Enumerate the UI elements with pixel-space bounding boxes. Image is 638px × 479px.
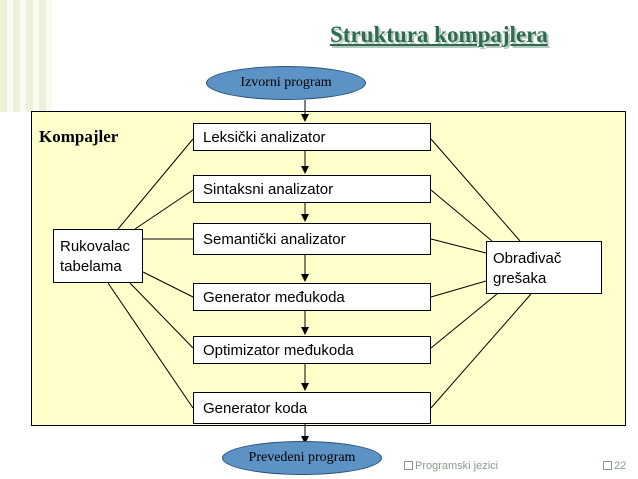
compiler-label: Kompajler [39,127,119,146]
line-table-parser [134,189,194,230]
source-program-label: Izvorni program [240,75,332,90]
slide-title: Struktura kompajlera [330,22,548,47]
line-icgen-errors [430,280,487,298]
line-codegen-errors [430,293,532,409]
footer-page-label: 22 [614,460,627,472]
source-program-ellipse: Izvorni program [206,66,366,100]
translated-program-label: Prevedeni program [248,450,356,465]
error-handler-line1: Obrađivač [493,250,562,267]
phase-ic-generator: Generator međukoda [193,283,431,311]
line-parser-errors [430,189,493,242]
phase-label: Semantički analizator [203,230,346,248]
phase-semantic-analyzer: Semantički analizator [193,223,431,255]
footer-course: Programski jezici [404,460,498,472]
symbol-table-manager: Rukovalac tabelama [53,229,143,283]
footer-course-label: Programski jezici [415,460,499,472]
phase-label: Sintaksni analizator [203,180,334,198]
bullet-icon [404,461,413,470]
phase-label: Generator koda [203,399,308,417]
symbol-table-line2: tabelama [60,258,122,275]
error-handler: Obrađivač grešaka [486,241,602,294]
symbol-table-line1: Rukovalac [60,238,131,255]
phase-label: Leksički analizator [203,128,326,146]
line-table-codegen [107,282,194,409]
phase-code-generator: Generator koda [193,392,431,424]
footer-page-number: 22 [603,460,626,472]
phase-ic-optimizer: Optimizator međukoda [193,336,431,364]
line-table-optimizer [129,282,194,349]
line-table-icgen [142,271,194,298]
decorative-stripes [0,0,52,112]
error-handler-line2: grešaka [493,270,547,287]
phase-label: Optimizator međukoda [203,341,354,359]
bullet-icon [603,461,612,470]
phase-label: Generator međukoda [203,288,345,306]
line-optimizer-errors [430,293,498,349]
phase-syntax-analyzer: Sintaksni analizator [193,175,431,203]
translated-program-ellipse: Prevedeni program [222,441,382,475]
line-table-lexer [117,138,194,230]
line-lexer-errors [430,138,521,242]
phase-lexical-analyzer: Leksički analizator [193,123,431,151]
line-semantic-errors [430,238,487,254]
